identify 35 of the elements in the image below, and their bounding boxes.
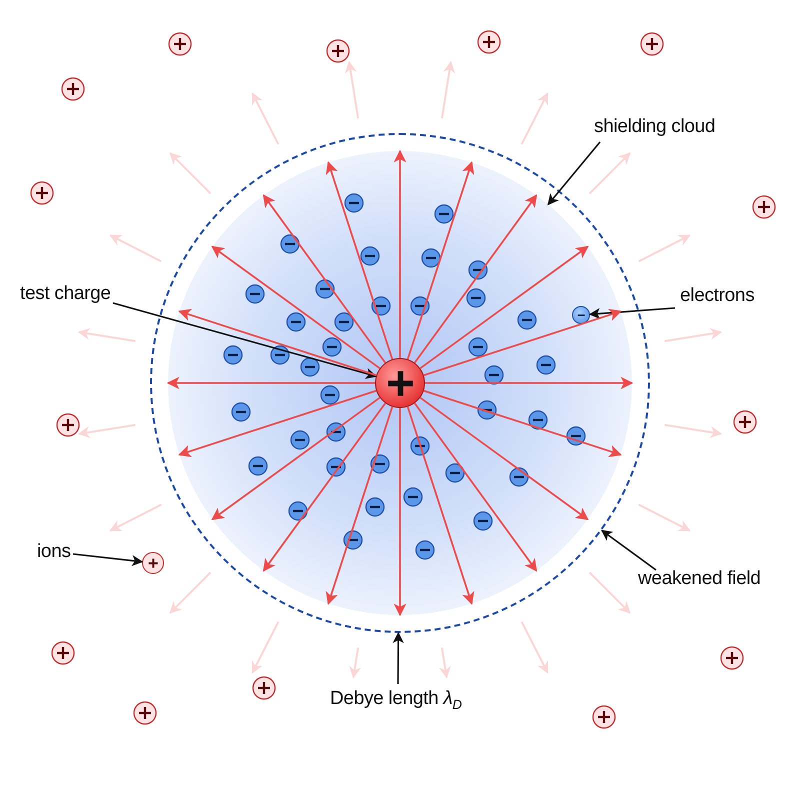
field-arrow bbox=[326, 161, 394, 360]
field-arrow bbox=[211, 246, 380, 370]
field-arrow bbox=[406, 406, 474, 605]
leader-arrow bbox=[547, 141, 601, 206]
field-arrow bbox=[420, 246, 589, 370]
callout-label: electrons bbox=[680, 285, 754, 308]
field-arrow bbox=[414, 194, 538, 364]
leader-arrow bbox=[600, 530, 656, 571]
field-arrow bbox=[424, 308, 622, 376]
callout-label: test charge bbox=[20, 283, 111, 306]
field-arrow bbox=[394, 150, 406, 358]
field-arrow bbox=[262, 194, 386, 364]
ion-icon bbox=[142, 552, 164, 574]
callout-label: weakened field bbox=[638, 568, 761, 591]
positive-charge bbox=[375, 358, 425, 408]
leader-arrow bbox=[588, 307, 676, 320]
callout-label: ions bbox=[37, 541, 71, 564]
callout-label: shielding cloud bbox=[594, 116, 716, 139]
field-arrow bbox=[425, 376, 634, 390]
field-arrow bbox=[178, 308, 376, 376]
leader-arrow bbox=[72, 553, 144, 566]
field-arrow bbox=[326, 406, 394, 605]
field-arrow bbox=[424, 390, 622, 458]
field-arrow bbox=[262, 402, 386, 572]
field-arrow bbox=[166, 376, 375, 390]
field-arrow bbox=[420, 396, 589, 520]
field-arrow bbox=[406, 161, 474, 360]
leader-arrow bbox=[392, 632, 404, 684]
field-arrow bbox=[394, 408, 406, 616]
callout-label: Debye length λ$_{D}$ bbox=[330, 688, 462, 713]
field-arrow bbox=[211, 396, 380, 520]
electron-icon bbox=[572, 306, 590, 324]
leader-arrow bbox=[112, 302, 377, 379]
field-arrow bbox=[178, 390, 376, 458]
field-arrow bbox=[414, 402, 538, 572]
